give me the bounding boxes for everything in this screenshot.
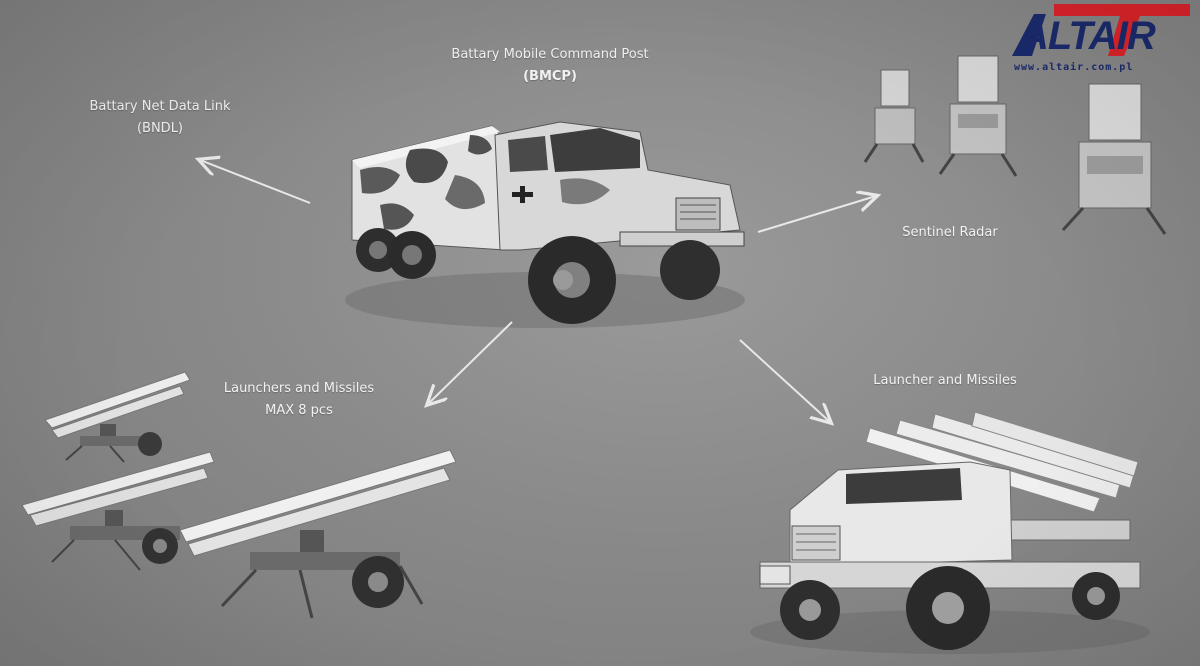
bmcp-truck-image	[345, 121, 745, 328]
bmcp-label: Battary Mobile Command Post (BMCP)	[436, 44, 664, 88]
logo-brand: ALTAIR	[1020, 14, 1156, 58]
radar-group-image	[863, 55, 1167, 235]
bmcp-label-line2: (BMCP)	[523, 69, 577, 84]
launchers-label-line2: MAX 8 pcs	[265, 403, 333, 418]
logo-url[interactable]: www.altair.com.pl	[1014, 62, 1134, 73]
bndl-label-line1: Battary Net Data Link	[89, 99, 231, 114]
bndl-label: Battary Net Data Link (BNDL)	[60, 96, 260, 140]
launcher-truck-label: Launcher and Missiles	[850, 370, 1040, 392]
arrow-to-launcher-truck	[739, 339, 830, 422]
bmcp-label-line1: Battary Mobile Command Post	[451, 47, 649, 62]
launchers-label-line1: Launchers and Missiles	[223, 381, 375, 396]
arrow-to-radar	[757, 196, 876, 233]
altair-logo: ALTAIR www.altair.com.pl	[1012, 0, 1192, 80]
towed-launchers-image	[21, 371, 457, 619]
arrow-to-launchers	[428, 321, 513, 404]
radar-label: Sentinel Radar	[880, 222, 1020, 244]
launcher-truck-label-text: Launcher and Missiles	[873, 373, 1017, 388]
bndl-label-line2: (BNDL)	[136, 121, 184, 136]
arrow-to-bndl	[200, 160, 311, 204]
launcher-truck-image	[750, 411, 1150, 654]
launchers-label: Launchers and Missiles MAX 8 pcs	[204, 378, 394, 422]
radar-label-text: Sentinel Radar	[902, 225, 998, 240]
logo-mark	[1012, 4, 1190, 56]
